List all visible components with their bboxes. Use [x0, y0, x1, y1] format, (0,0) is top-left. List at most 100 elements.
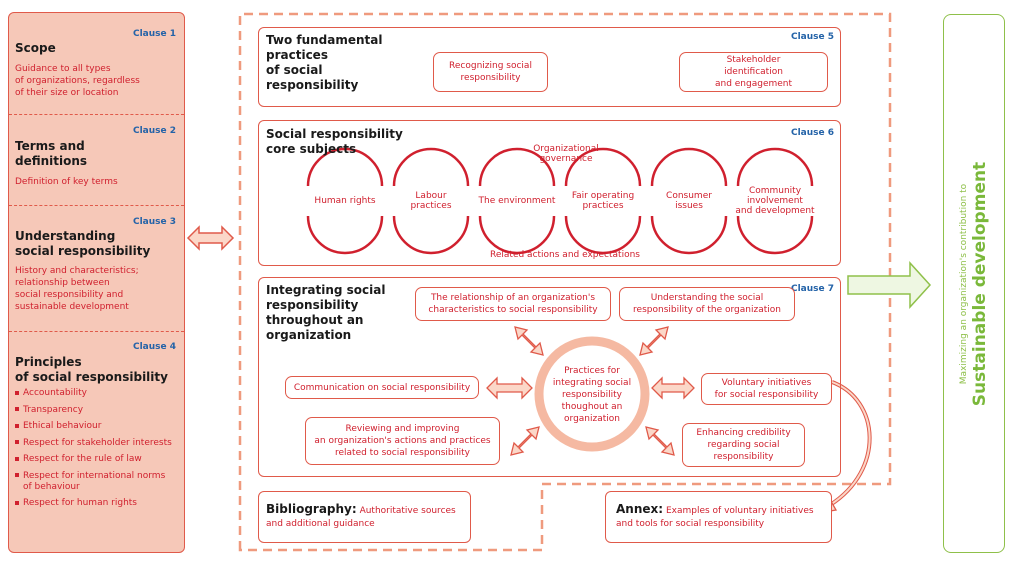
- clause-5-title: Two fundamental practices of social resp…: [266, 33, 383, 93]
- principles-title: Principles of social responsibility: [15, 355, 168, 385]
- clause-7-title-line: responsibility: [266, 298, 359, 312]
- relationship-pill-line: The relationship of an organization's: [430, 293, 596, 303]
- subject-label-line: The environment: [478, 196, 556, 206]
- outer-dashed-frame: [238, 12, 892, 552]
- subject-community: Community involvement and development: [732, 185, 818, 217]
- clause-7-title-line: throughout an: [266, 313, 364, 327]
- principle-label: Transparency: [23, 404, 84, 415]
- center-label-line: Practices for: [564, 366, 620, 376]
- bullet-icon: [15, 407, 19, 411]
- green-arrow: [847, 261, 932, 309]
- principle-label: Respect for the rule of law: [23, 454, 142, 464]
- subject-circle-4: [564, 147, 642, 255]
- center-label-line: organization: [564, 414, 620, 424]
- subject-human-rights: Human rights: [308, 190, 382, 212]
- bibliography-box: Bibliography: Authoritative sources and …: [258, 491, 471, 543]
- clause-4-section: Clause 4 Principles of social responsibi…: [9, 332, 184, 552]
- clause-6-number: Clause 6: [790, 128, 834, 138]
- stakeholder-pill-line: identification: [724, 67, 783, 77]
- bullet-icon: [15, 423, 19, 428]
- clause-2-section: Clause 2 Terms and definitions Definitio…: [9, 115, 184, 206]
- clause-2-number: Clause 2: [132, 126, 176, 136]
- understanding-title-line: social responsibility: [15, 244, 151, 258]
- bullet-icon: [15, 500, 19, 505]
- subject-fair-operating: Fair operating practices: [563, 190, 643, 212]
- principle-label: Respect for human rights: [23, 498, 137, 508]
- subject-circle-5: [650, 147, 728, 255]
- principle-label: Ethical behaviour: [23, 421, 102, 431]
- governance-label-line: Organizational: [533, 144, 599, 154]
- scope-desc: Guidance to all types of organizations, …: [15, 63, 140, 99]
- related-actions-label: Related actions and expectations: [490, 250, 640, 260]
- principle-label: Accountability: [23, 388, 87, 398]
- principle-label: of behaviour: [23, 481, 80, 492]
- center-practices-label: Practices for integrating social respons…: [548, 364, 636, 426]
- principle-item: Respect for international norms: [15, 471, 172, 482]
- bibliography-title: Bibliography:: [266, 502, 357, 516]
- understanding-desc-line: social responsibility and: [15, 290, 124, 300]
- reviewing-pill: Reviewing and improving an organization'…: [305, 417, 500, 465]
- clause-7-title-line: organization: [266, 328, 352, 342]
- principles-title-line: Principles: [15, 355, 82, 369]
- arrow-upper-right: [639, 326, 669, 356]
- bibliography-content: Bibliography: Authoritative sources and …: [266, 503, 456, 531]
- bibliography-desc-2: and additional guidance: [266, 519, 375, 529]
- reviewing-pill-line: an organization's actions and practices: [314, 436, 491, 446]
- principle-label: Respect for international norms: [23, 470, 166, 481]
- sustainable-development-text: Maximizing an organization's contributio…: [958, 162, 990, 406]
- recognizing-pill-line: Recognizing social: [449, 61, 532, 71]
- subject-label-line: Consumer: [666, 191, 712, 201]
- annex-desc-2: and tools for social responsibility: [616, 519, 765, 529]
- subject-label-line: Fair operating: [571, 191, 635, 201]
- subject-labour: Labour practices: [394, 190, 468, 212]
- understanding-pill-line: Understanding the social: [650, 293, 764, 303]
- center-label-line: responsibility: [562, 390, 622, 400]
- governance-label: Organizational governance: [516, 143, 616, 165]
- arrow-left: [486, 376, 533, 400]
- sustainable-title: Sustainable development: [970, 161, 990, 407]
- understanding-title: Understanding social responsibility: [15, 229, 150, 259]
- enhancing-pill-line: responsibility: [713, 452, 774, 462]
- enhancing-pill-line: Enhancing credibility: [696, 428, 791, 438]
- stakeholder-pill-line: and engagement: [714, 79, 793, 89]
- clause-1-number: Clause 1: [132, 29, 176, 39]
- clause-7-box: Clause 7 Integrating social responsibili…: [258, 277, 841, 477]
- subject-label-line: Community: [748, 186, 802, 196]
- clause-4-number: Clause 4: [132, 342, 176, 352]
- recognizing-pill: Recognizing social responsibility: [433, 52, 548, 92]
- understanding-desc-line: History and characteristics;: [15, 266, 139, 276]
- terms-title-line: definitions: [15, 154, 88, 168]
- bibliography-desc-1: Authoritative sources: [359, 506, 456, 516]
- clause-6-box: Clause 6 Social responsibility core subj…: [258, 120, 841, 266]
- center-label-line: integrating social: [552, 378, 632, 388]
- scope-desc-line: of their size or location: [15, 88, 119, 98]
- governance-label-line: governance: [539, 154, 593, 164]
- voluntary-pill-line: Voluntary initiatives: [721, 378, 812, 388]
- clause-3-number: Clause 3: [132, 217, 176, 227]
- annex-content: Annex: Examples of voluntary initiatives…: [616, 503, 814, 531]
- subject-circle-1: [306, 147, 384, 255]
- left-double-arrow: [186, 225, 235, 251]
- center-ring: [534, 336, 650, 452]
- communication-pill: Communication on social responsibility: [285, 376, 479, 399]
- voluntary-pill: Voluntary initiatives for social respons…: [701, 373, 832, 405]
- arrow-lower-right: [645, 426, 675, 456]
- clause-3-section: Clause 3 Understanding social responsibi…: [9, 206, 184, 332]
- clause-6-title-line: core subjects: [266, 142, 357, 156]
- annex-box: Annex: Examples of voluntary initiatives…: [605, 491, 832, 543]
- understanding-desc-line: sustainable development: [15, 302, 129, 312]
- clause-6-title: Social responsibility core subjects: [266, 127, 403, 157]
- clause-7-number: Clause 7: [790, 284, 834, 294]
- subject-label-line: Human rights: [314, 196, 376, 206]
- clause-6-title-line: Social responsibility: [266, 127, 403, 141]
- left-panel: Clause 1 Scope Guidance to all types of …: [8, 12, 185, 553]
- clause-5-title-line: Two fundamental: [266, 33, 383, 47]
- bullet-icon: [15, 473, 19, 477]
- sustainable-subtitle: Maximizing an organization's contributio…: [959, 183, 969, 385]
- terms-desc: Definition of key terms: [15, 177, 118, 187]
- curved-arrow-inner: [829, 381, 871, 506]
- understanding-desc-line: relationship between: [15, 278, 110, 288]
- stakeholder-pill: Stakeholder identification and engagemen…: [679, 52, 828, 92]
- voluntary-pill-line: for social responsibility: [714, 390, 819, 400]
